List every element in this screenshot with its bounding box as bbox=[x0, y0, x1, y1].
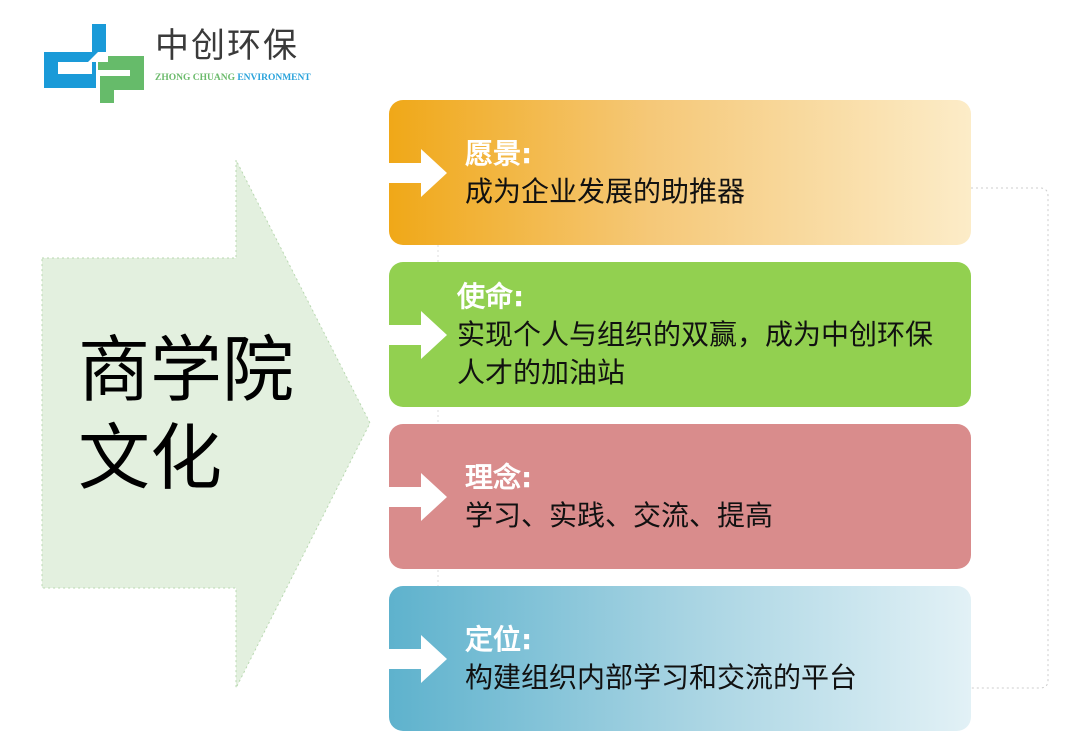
logo-subtitle: ZHONG CHUANG ENVIRONMENT bbox=[155, 73, 311, 83]
vision-title: 愿景: bbox=[465, 136, 533, 170]
concept-title: 理念: bbox=[465, 460, 533, 494]
positioning-text: 构建组织内部学习和交流的平台 bbox=[465, 660, 858, 694]
arrow-right-icon bbox=[389, 472, 447, 521]
concept-box: 理念: 学习、实践、交流、提高 bbox=[389, 424, 971, 569]
vision-text: 成为企业发展的助推器 bbox=[465, 174, 746, 208]
mission-box: 使命: 实现个人与组织的双赢，成为中创环保人才的加油站 bbox=[389, 262, 971, 407]
mission-title: 使命: bbox=[457, 279, 525, 313]
concept-text: 学习、实践、交流、提高 bbox=[465, 498, 774, 532]
positioning-box: 定位: 构建组织内部学习和交流的平台 bbox=[389, 586, 971, 731]
main-title: 商学院文化 bbox=[78, 328, 295, 500]
logo-name: 中创环保 bbox=[155, 26, 299, 66]
bracket-line bbox=[971, 187, 1049, 689]
mission-text: 实现个人与组织的双赢，成为中创环保人才的加油站 bbox=[457, 317, 934, 389]
positioning-title: 定位: bbox=[465, 622, 533, 656]
arrow-right-icon bbox=[389, 148, 447, 197]
vision-box: 愿景: 成为企业发展的助推器 bbox=[389, 100, 971, 245]
arrow-right-icon bbox=[389, 310, 447, 359]
arrow-right-icon bbox=[389, 634, 447, 683]
logo-icon bbox=[44, 24, 144, 103]
